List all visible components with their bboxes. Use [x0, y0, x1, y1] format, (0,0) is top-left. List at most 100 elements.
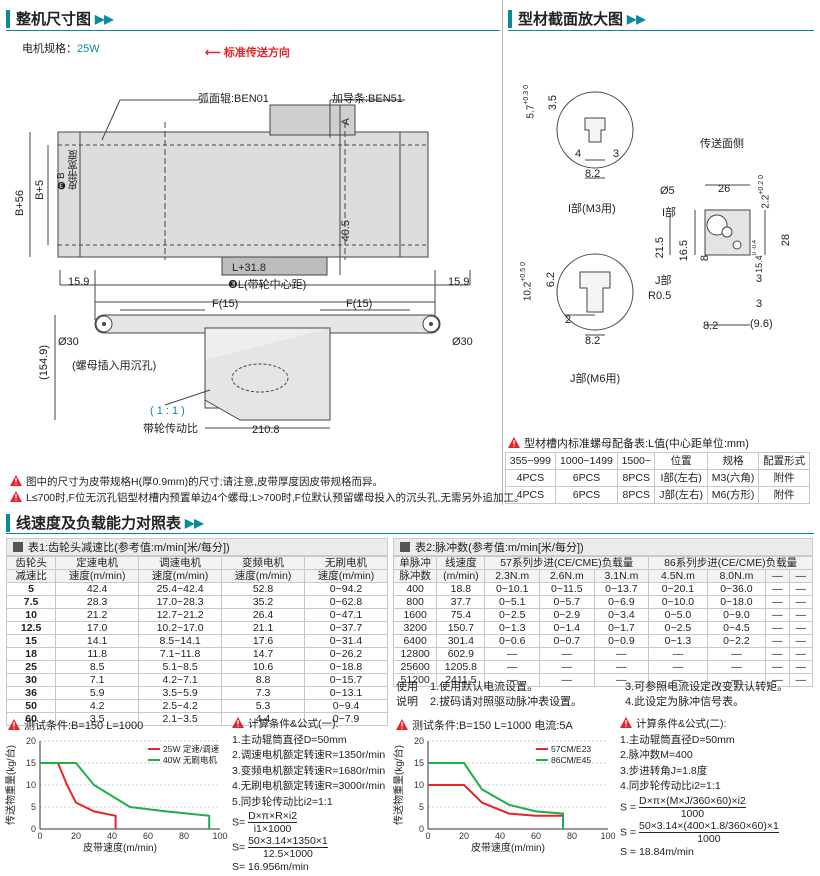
table1: 齿轮头定速电机调速电机变频电机无刷电机 减速比速度(m/min)速度(m/min…: [5, 556, 388, 726]
x-tick-label: 20: [459, 831, 469, 841]
table-cell: 0~20.1: [648, 582, 708, 596]
conveying-side-label: 传送面侧: [700, 138, 744, 150]
table-cell: 3.5~5.9: [138, 686, 223, 700]
p-96-dim: (9.6): [750, 318, 773, 330]
x-tick-label: 60: [531, 831, 541, 841]
nut-header: 355~999: [505, 452, 556, 470]
table-cell: 4.2: [55, 699, 140, 713]
calc2-result: S = 18.84m/min: [620, 845, 694, 858]
p-165-dim: 16.5: [678, 240, 690, 262]
table-cell: —: [788, 582, 814, 596]
p-3a-dim: 3: [756, 273, 763, 285]
nut-cell: J部(左右): [654, 486, 708, 504]
section-title-speed: 线速度及负载能力对照表▶▶: [6, 512, 203, 533]
x-axis-label: 皮带速度(m/min): [83, 841, 157, 854]
chevron-right-icon: ▶▶: [185, 515, 204, 530]
p-8-dim: 8: [699, 255, 711, 262]
table-cell: 25600: [392, 660, 438, 674]
nut-cell: 4PCS: [505, 469, 556, 487]
i-3-dim: 3: [613, 148, 620, 160]
legend-label: 25W 定速/调速: [163, 744, 220, 754]
nut-header: 1000~1499: [554, 452, 619, 470]
table-cell: 0~1.7: [593, 621, 650, 635]
table-cell: 42.4: [55, 582, 140, 596]
calc1: 计算条件&公式(一): 1.主动辊筒直径D=50mm 2.调速电机额定转速R=1…: [232, 717, 385, 876]
chart1-condition: 测试条件:B=150 L=1000: [8, 717, 143, 733]
x-tick-label: 80: [567, 831, 577, 841]
table-cell: 12.7~21.2: [138, 608, 223, 622]
calc2-line: 1.主动辊筒直径D=50mm: [620, 733, 735, 746]
x-tick-label: 0: [37, 831, 42, 841]
table-cell: 0~13.1: [304, 686, 388, 700]
table-cell: 25: [5, 660, 57, 674]
nut-cell: I部(左右): [654, 469, 708, 487]
title-bar: [508, 9, 512, 28]
table-cell: 2.1~3.5: [138, 712, 223, 726]
table-cell: 7.1~11.8: [138, 647, 223, 661]
table-cell: 150.7: [436, 621, 486, 635]
table-cell: 0~62.8: [304, 595, 388, 609]
i-35-dim: 3.5: [547, 95, 559, 111]
table-cell: 0~10.1: [484, 582, 541, 596]
calc1-line: 2.调速电机额定转速R=1350r/min: [232, 749, 386, 761]
y-tick-label: 15: [26, 758, 36, 768]
p-26-dim: 26: [718, 183, 731, 195]
i-82-dim: 8.2: [585, 168, 601, 180]
table-cell: 17.6: [221, 634, 306, 648]
table-cell: 0~6.9: [593, 595, 650, 609]
table-cell: 0~9.0: [706, 608, 767, 622]
dim-l318: L+31.8: [232, 262, 266, 274]
p-28-dim: 28: [780, 234, 792, 247]
table-cell: 602.9: [436, 647, 486, 661]
ratio-value: ( 1 : 1 ): [150, 405, 185, 417]
y-tick-label: 10: [414, 780, 424, 790]
table-cell: —: [765, 582, 790, 596]
p-154-dim: 15.40 -0.4: [752, 240, 764, 273]
table-cell: —: [539, 647, 595, 661]
guide-label: 加导条:BEN51: [332, 93, 403, 105]
y-tick-label: 20: [26, 736, 36, 746]
dim-1549: (154.9): [38, 345, 50, 380]
table-cell: 8.5: [55, 660, 140, 674]
p-i-label: I部: [662, 207, 677, 219]
p-r05-label: R0.5: [648, 290, 672, 302]
table-cell: 0~2.5: [648, 621, 708, 635]
table-cell: 7.5: [5, 595, 57, 609]
table-cell: 2.5~4.2: [138, 699, 223, 713]
x-tick-label: 100: [600, 831, 615, 841]
table-cell: 0~2.2: [706, 634, 767, 648]
y-tick-label: 0: [31, 824, 36, 834]
table-cell: 5: [5, 582, 57, 596]
divider: [508, 30, 814, 31]
table1-caption: 表1:齿轮头减速比(参考值:m/min[米/每分]): [6, 538, 388, 556]
i-4-dim: 4: [575, 148, 582, 160]
table-cell: 0~3.4: [593, 608, 650, 622]
table-cell: —: [484, 673, 541, 687]
chevron-right-icon: ▶▶: [627, 11, 646, 26]
calc1-result: S= 16.956m/min: [232, 861, 309, 873]
divider: [6, 30, 500, 31]
nut-cell: M3(六角): [706, 469, 760, 487]
table-cell: 3.5: [55, 712, 140, 726]
warning-icon: [508, 437, 520, 448]
table-cell: 0~9.4: [304, 699, 388, 713]
table-cell: 8.8: [221, 673, 306, 687]
dim-159-left: 15.9: [68, 276, 90, 288]
dim-b5: B+5: [34, 180, 46, 200]
table-cell: —: [765, 608, 790, 622]
table-cell: 50: [5, 699, 57, 713]
table-cell: 0~5.7: [539, 595, 595, 609]
p-3b-dim: 3: [756, 298, 763, 310]
x-tick-label: 20: [71, 831, 81, 841]
table-cell: 14.1: [55, 634, 140, 648]
x-tick-label: 100: [212, 831, 227, 841]
j-part-label: J部(M6用): [570, 373, 621, 385]
